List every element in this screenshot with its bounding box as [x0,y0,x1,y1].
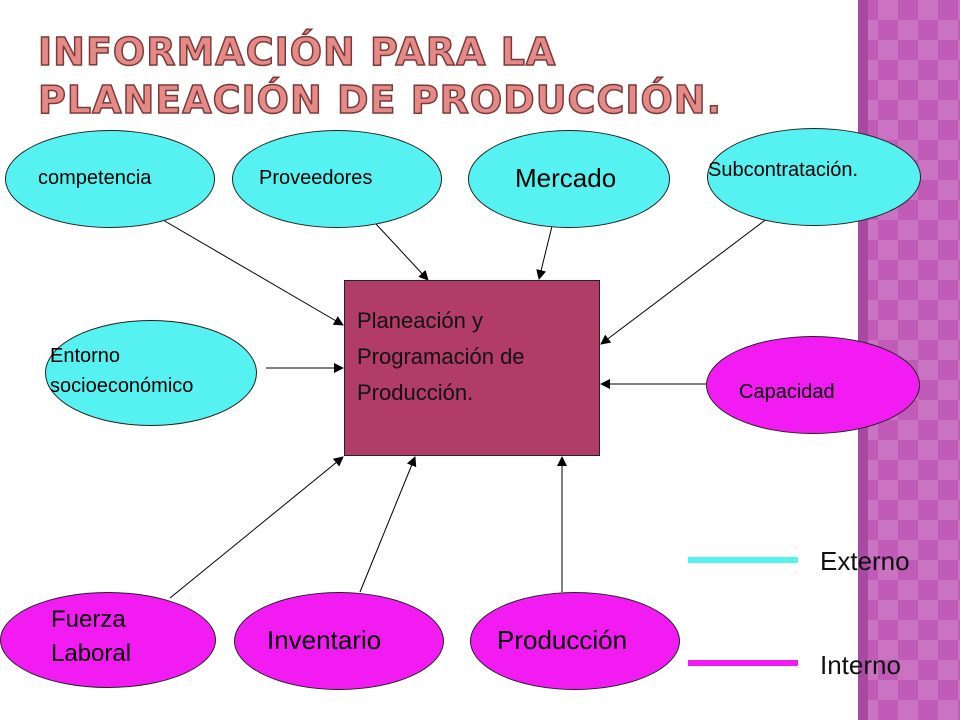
node-inventario: Inventario [234,592,444,690]
legend-interno-line [688,660,798,666]
node-produccion: Producción [470,592,680,690]
node-label: Subcontratación. [708,159,859,181]
node-proveedores: Proveedores [232,130,442,228]
node-label: Producción [497,625,628,655]
node-label: Mercado [515,163,617,193]
arrow-mercado [536,221,554,280]
node-label: Fuerza Laboral [51,606,132,667]
node-capacidad: Capacidad [706,336,920,434]
node-label: Capacidad [739,381,835,403]
node-competencia: competencia [5,130,215,228]
page-title: Información para la Planeación de Produc… [37,29,723,123]
node-entorno: Entorno socioeconómico [45,320,257,426]
node-subcontratacion: Subcontratación. [707,128,921,226]
legend-externo-label: Externo [820,546,910,576]
arrow-fuerza [169,456,344,599]
node-label: competencia [38,167,152,189]
node-label: Proveedores [259,167,373,189]
legend-externo-line [688,557,798,563]
arrow-inventario [359,456,417,593]
center-box: Planeación y Programación de Producción. [344,280,600,456]
arrow-subcontratacion [600,217,769,345]
node-mercado: Mercado [468,130,670,228]
node-label: Entorno socioeconómico [50,345,194,397]
arrow-proveedores [375,223,429,281]
node-fuerza-laboral: Fuerza Laboral [0,592,216,688]
center-label: Planeación y Programación de Producción. [357,308,525,405]
legend-interno-label: Interno [820,650,901,680]
node-label: Inventario [267,625,382,655]
arrow-competencia [162,219,344,326]
